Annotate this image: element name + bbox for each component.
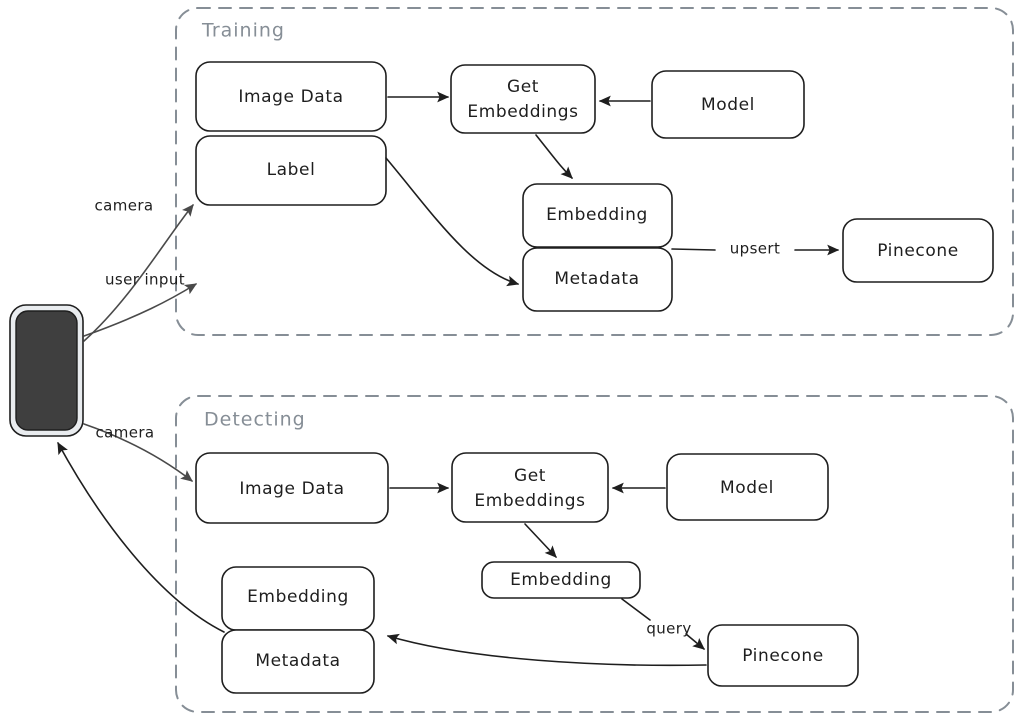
node-training-model[interactable]: Model xyxy=(651,70,805,139)
node-detecting-model-label: Model xyxy=(720,478,774,498)
node-training-get-embeddings[interactable]: Get Embeddings xyxy=(450,64,596,134)
node-detecting-pinecone-label: Pinecone xyxy=(742,646,824,666)
edge-detecting-getembeddings-to-embedding xyxy=(524,523,557,558)
node-detecting-embedding[interactable]: Embedding xyxy=(221,566,375,631)
edge-label-camera-detecting: camera xyxy=(95,424,154,442)
edge-detecting-query-segment2 xyxy=(685,633,705,650)
node-detecting-pinecone[interactable]: Pinecone xyxy=(707,624,859,687)
node-training-image-data[interactable]: Image Data xyxy=(195,61,387,132)
group-training-label: Training xyxy=(201,20,285,42)
edge-label-upsert: upsert xyxy=(730,240,781,258)
node-detecting-embedding-result[interactable]: Embedding xyxy=(481,561,641,599)
node-training-get-embeddings-line2: Embeddings xyxy=(467,102,578,122)
phone-device[interactable] xyxy=(9,304,84,437)
edge-device-to-image-data-training xyxy=(83,283,198,337)
group-training: Training xyxy=(175,7,1014,336)
node-training-pinecone[interactable]: Pinecone xyxy=(842,218,994,283)
edge-detecting-query-segment1 xyxy=(621,598,651,621)
node-training-metadata-label: Metadata xyxy=(554,269,639,289)
node-detecting-model[interactable]: Model xyxy=(666,453,829,521)
node-detecting-get-embeddings-line2: Embeddings xyxy=(474,491,585,511)
edge-device-to-image-data-detecting xyxy=(83,423,193,482)
node-training-pinecone-label: Pinecone xyxy=(877,241,959,261)
node-training-get-embeddings-line1: Get xyxy=(507,77,539,97)
node-detecting-get-embeddings-line1: Get xyxy=(514,466,546,486)
node-detecting-metadata[interactable]: Metadata xyxy=(221,629,375,694)
node-training-metadata[interactable]: Metadata xyxy=(522,247,673,312)
edge-label-camera-training: camera xyxy=(94,197,153,215)
group-detecting-label: Detecting xyxy=(204,409,306,431)
edge-training-getembeddings-to-embedding xyxy=(535,134,573,179)
edge-label-query: query xyxy=(646,620,691,638)
node-detecting-image-data-label: Image Data xyxy=(239,479,344,499)
node-detecting-embedding-result-label: Embedding xyxy=(510,570,612,590)
edge-label-user-input: user input xyxy=(105,271,185,289)
node-training-label-box-label: Label xyxy=(267,160,316,180)
node-detecting-metadata-label: Metadata xyxy=(255,651,340,671)
node-training-image-data-label: Image Data xyxy=(238,87,343,107)
edge-training-label-to-metadata xyxy=(385,157,520,287)
edge-detecting-pinecone-to-metadata xyxy=(386,633,707,667)
node-training-embedding-label: Embedding xyxy=(546,205,648,225)
node-detecting-image-data[interactable]: Image Data xyxy=(195,452,389,524)
group-detecting: Detecting xyxy=(175,395,1014,713)
node-training-embedding[interactable]: Embedding xyxy=(522,183,673,248)
edge-device-to-label xyxy=(83,204,194,342)
node-detecting-embedding-label: Embedding xyxy=(247,587,349,607)
edge-detecting-metadata-to-device xyxy=(57,441,225,633)
node-detecting-get-embeddings[interactable]: Get Embeddings xyxy=(451,452,609,523)
node-training-model-label: Model xyxy=(701,95,755,115)
edge-training-upsert-left xyxy=(671,248,716,251)
node-training-label-box[interactable]: Label xyxy=(195,135,387,206)
